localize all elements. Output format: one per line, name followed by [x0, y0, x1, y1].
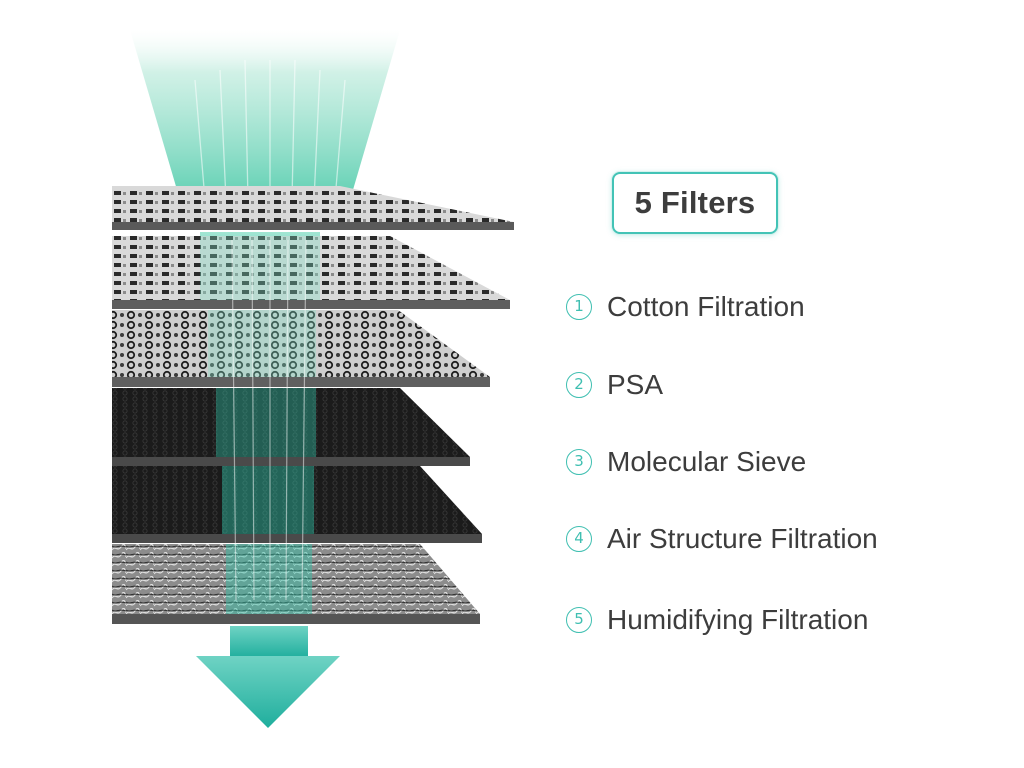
filter-item-4: 4 Air Structure Filtration [566, 519, 878, 559]
filter-item-1: 1 Cotton Filtration [566, 287, 805, 327]
filter-layer-3 [112, 310, 490, 387]
filter-list: 1 Cotton Filtration 2 PSA 3 Molecular Si… [566, 0, 1006, 768]
filter-label: Humidifying Filtration [607, 604, 869, 635]
filter-layer-2 [112, 236, 510, 309]
filter-item-3: 3 Molecular Sieve [566, 442, 806, 482]
filter-number-badge: 5 [566, 607, 592, 633]
airflow-streaks [194, 59, 346, 201]
filter-number-badge: 2 [566, 372, 592, 398]
filter-layer-5 [112, 466, 482, 543]
filter-item-5: 5 Humidifying Filtration [566, 600, 868, 640]
filter-layer-6 [112, 544, 480, 624]
filter-layer-1 [112, 186, 514, 230]
airflow-beam-top [130, 30, 400, 200]
filter-number-badge: 4 [566, 526, 592, 552]
filter-label: Air Structure Filtration [607, 523, 878, 554]
down-arrow-icon [196, 626, 340, 728]
filter-label: Cotton Filtration [607, 291, 805, 322]
filter-layer-4 [112, 388, 470, 466]
filters-count-badge: 5 Filters [612, 172, 778, 234]
filter-number-badge: 1 [566, 294, 592, 320]
badge-label: 5 Filters [634, 185, 756, 220]
filter-label: PSA [607, 369, 664, 400]
filter-item-2: 2 PSA [566, 365, 663, 405]
filter-label: Molecular Sieve [607, 446, 807, 477]
filter-number-badge: 3 [566, 449, 592, 475]
filter-stack-illustration [112, 30, 514, 728]
